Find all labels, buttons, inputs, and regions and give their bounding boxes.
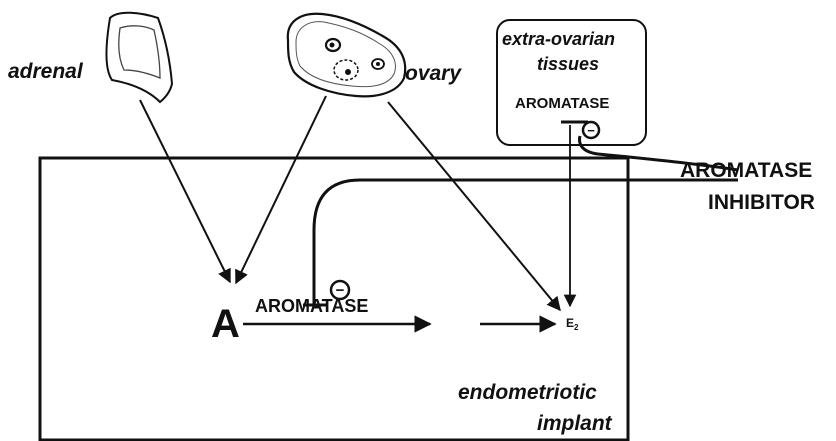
aromatase-top-label: AROMATASE: [515, 96, 609, 111]
inhibitor-label-line1: AROMATASE: [680, 160, 812, 181]
implant-label-line1: endometriotic: [458, 382, 597, 403]
adrenal-label: adrenal: [8, 61, 83, 82]
adrenal-to-androgen-arrow: [140, 100, 230, 282]
inhibitor-curve-line: [314, 180, 738, 305]
estradiol-label: E2: [566, 317, 578, 332]
implant-label-line2: implant: [537, 413, 612, 434]
androgen-label: A: [211, 304, 240, 344]
estradiol-subscript: 2: [574, 323, 578, 332]
aromatase-main-label: AROMATASE: [255, 297, 368, 315]
ovary-icon: [288, 14, 405, 97]
inhibitor-label-line2: INHIBITOR: [708, 192, 815, 213]
ovary-label: ovary: [405, 63, 461, 84]
estradiol-letter: E: [566, 316, 574, 330]
extra-ovarian-label: extra-ovarian: [502, 30, 615, 48]
adrenal-gland-icon: [106, 13, 172, 102]
tissues-label: tissues: [537, 55, 599, 73]
minus-sign-top: −: [587, 123, 595, 138]
